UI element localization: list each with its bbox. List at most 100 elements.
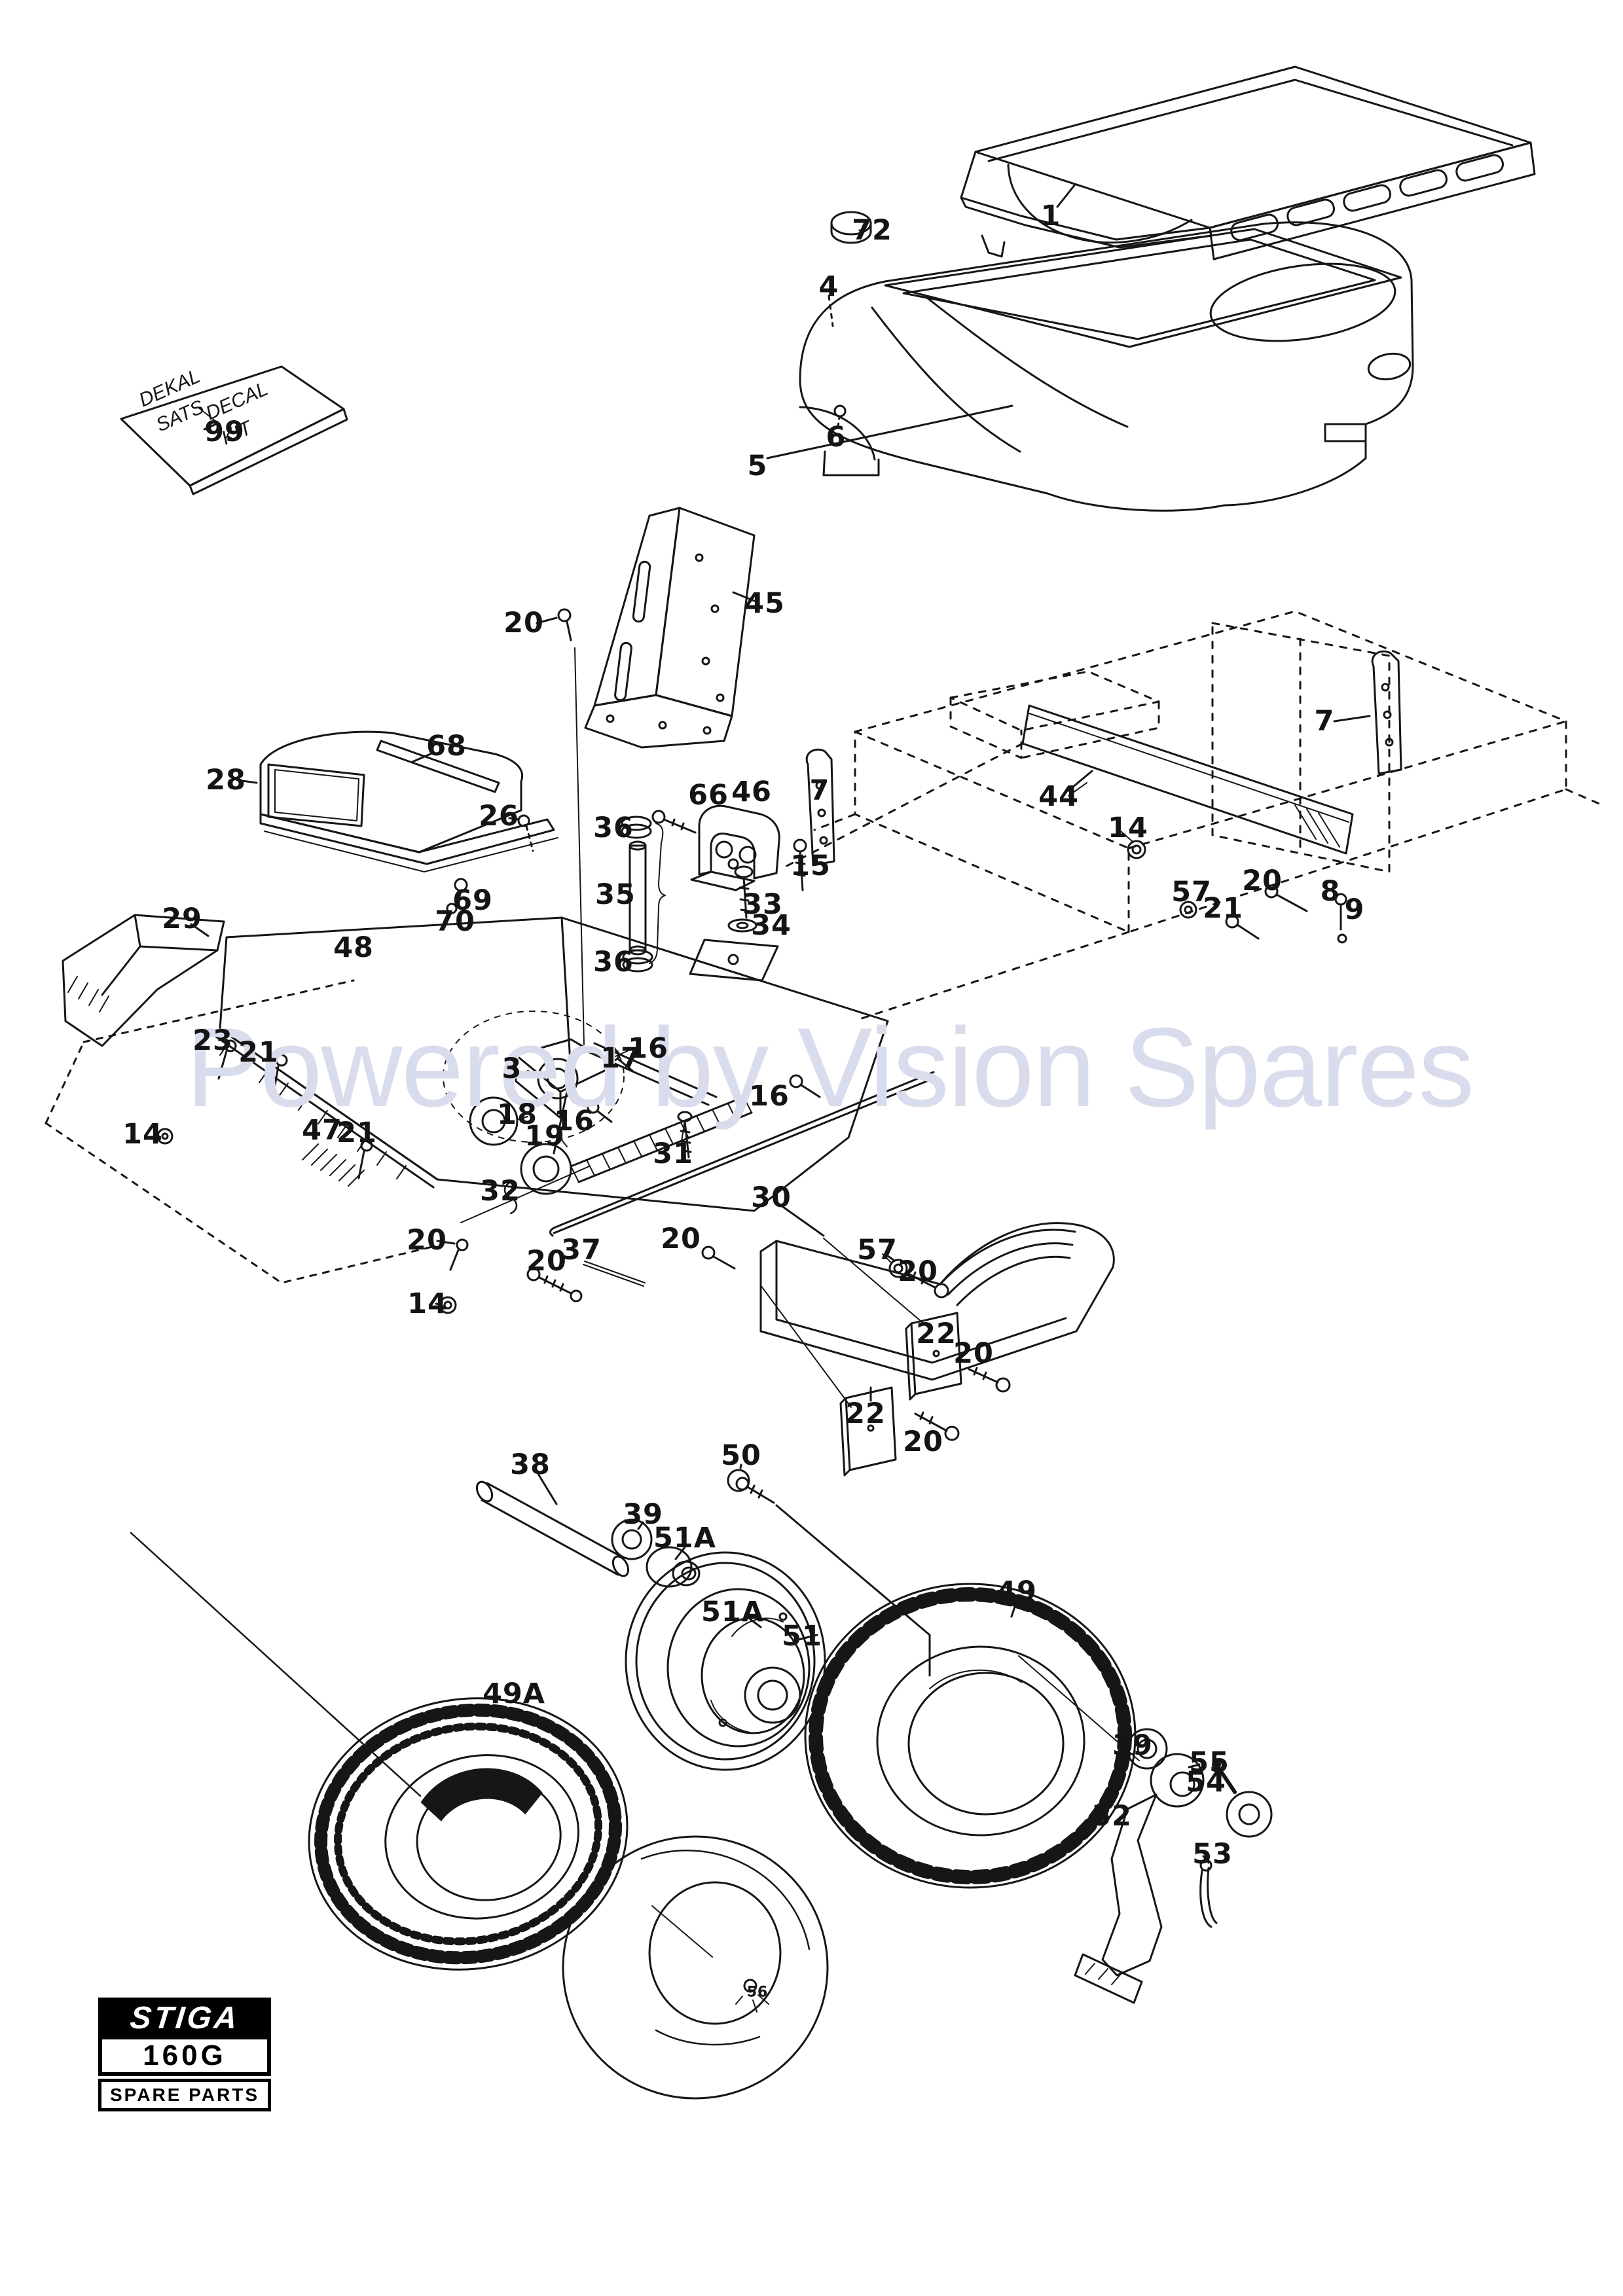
- part-label-20: 20: [503, 607, 544, 639]
- part-label-53: 53: [1192, 1838, 1233, 1871]
- part-label-31: 31: [653, 1138, 693, 1170]
- part-label-23: 23: [192, 1024, 233, 1057]
- part-label-8: 8: [1320, 875, 1341, 908]
- part-label-57: 57: [1171, 876, 1212, 908]
- corner-bracket-part: [62, 914, 225, 1047]
- inner-tube-part: [562, 1835, 829, 2100]
- louvre-cover-part: [960, 65, 1536, 260]
- part-label-51A: 51A: [653, 1522, 717, 1554]
- part-label-36: 36: [593, 812, 634, 844]
- part-label-55: 55: [1189, 1746, 1230, 1779]
- part-label-52: 52: [1091, 1800, 1132, 1833]
- part-label-35: 35: [595, 878, 636, 911]
- part-label-18: 18: [497, 1098, 538, 1131]
- part-label-5: 5: [747, 450, 768, 482]
- part-label-48: 48: [333, 931, 374, 964]
- support-plates-parts: [760, 1238, 1011, 1477]
- stiga-caption-bar: SPARE PARTS: [98, 2079, 271, 2111]
- part-label-37: 37: [561, 1234, 602, 1266]
- part-label-4: 4: [818, 270, 839, 303]
- part-label-28: 28: [206, 764, 246, 797]
- part-label-6: 6: [826, 421, 847, 454]
- part-label-32: 32: [480, 1175, 520, 1208]
- part-label-33: 33: [742, 888, 783, 921]
- part-label-14: 14: [1108, 812, 1148, 844]
- leader-line-49a: [130, 1532, 422, 1797]
- cap-part: [830, 211, 872, 244]
- slotted-strap-parts: [805, 650, 1402, 944]
- stiga-model-text: 160G: [143, 2039, 227, 2072]
- part-label-20: 20: [903, 1426, 943, 1458]
- part-label-66: 66: [688, 779, 729, 812]
- part-label-14: 14: [122, 1118, 163, 1151]
- part-label-1: 1: [1040, 200, 1061, 232]
- part-label-54: 54: [1186, 1766, 1226, 1799]
- tire-left-part: [308, 1697, 629, 1971]
- part-label-16: 16: [749, 1080, 790, 1113]
- part-label-34: 34: [751, 909, 792, 942]
- part-label-36: 36: [593, 946, 634, 978]
- part-label-20: 20: [526, 1245, 567, 1278]
- part-label-70: 70: [435, 905, 475, 938]
- part-label-21: 21: [337, 1117, 377, 1149]
- part-label-51: 51: [782, 1620, 822, 1653]
- part-label-22: 22: [916, 1318, 957, 1350]
- part-label-39: 39: [623, 1498, 663, 1531]
- part-label-51A: 51A: [701, 1596, 765, 1628]
- part-label-49A: 49A: [482, 1677, 546, 1710]
- part-label-57: 57: [857, 1234, 898, 1266]
- part-label-14: 14: [407, 1287, 448, 1320]
- seat-bracket-part: [536, 507, 756, 1045]
- part-label-17: 17: [600, 1042, 641, 1075]
- part-label-50: 50: [721, 1439, 761, 1472]
- part-label-16: 16: [628, 1032, 668, 1065]
- part-label-46: 46: [731, 776, 772, 808]
- rim-wheel-part: [625, 1551, 826, 1771]
- part-label-68: 68: [426, 730, 467, 762]
- part-label-9: 9: [1344, 893, 1365, 926]
- tire-right-part: [804, 1583, 1137, 1889]
- axle-parts: [475, 1463, 931, 1677]
- part-label-7: 7: [1314, 705, 1335, 738]
- part-label-20: 20: [661, 1223, 701, 1255]
- part-label-7: 7: [809, 774, 830, 807]
- part-label-21: 21: [1203, 892, 1243, 925]
- frame-cross-beam-part: [1021, 704, 1354, 855]
- part-label-99: 99: [204, 416, 245, 448]
- part-label-38: 38: [510, 1448, 551, 1481]
- part-label-16: 16: [554, 1105, 594, 1138]
- steering-bracket-cluster: [566, 804, 807, 1064]
- part-label-21: 21: [238, 1036, 279, 1069]
- side-plate-part: [45, 916, 889, 1284]
- part-label-20: 20: [407, 1224, 447, 1257]
- stiga-logo: STIGA 160G SPARE PARTS: [98, 1998, 271, 2111]
- part-label-15: 15: [790, 850, 831, 882]
- part-label-56: 56: [746, 1984, 769, 2001]
- part-label-29: 29: [162, 903, 202, 935]
- hood-part: [766, 221, 1414, 512]
- stiga-caption-text: SPARE PARTS: [110, 2085, 259, 2105]
- part-label-49: 49: [996, 1575, 1037, 1608]
- part-label-26: 26: [479, 800, 519, 833]
- stiga-brand-text: STIGA: [128, 2001, 242, 2036]
- part-label-39: 39: [1112, 1729, 1153, 1762]
- pivot-spring-cluster: [435, 1011, 938, 1314]
- part-label-20: 20: [953, 1337, 994, 1370]
- part-label-20: 20: [1242, 865, 1283, 897]
- stiga-model-bar: 160G: [98, 2039, 271, 2076]
- part-label-20: 20: [898, 1255, 938, 1288]
- pedal-parts: [1018, 1655, 1273, 2004]
- leader-lines: [197, 406, 1133, 1264]
- chassis-frame-part: [782, 610, 1607, 1021]
- part-label-19: 19: [524, 1120, 565, 1153]
- part-label-45: 45: [744, 587, 785, 620]
- part-label-47: 47: [302, 1114, 342, 1147]
- part-label-22: 22: [845, 1397, 886, 1430]
- part-label-30: 30: [751, 1181, 792, 1214]
- stiga-brand-bar: STIGA: [98, 1998, 271, 2039]
- part-label-72: 72: [852, 214, 892, 247]
- fender-step-part: [759, 1206, 1115, 1381]
